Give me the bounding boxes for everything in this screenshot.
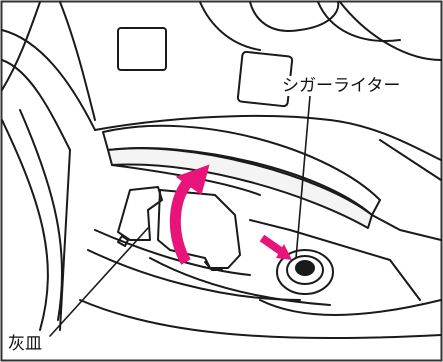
cigarette-lighter-label: シガーライター xyxy=(280,76,402,96)
ashtray-label: 灰皿 xyxy=(6,334,44,354)
cigarette-lighter-knob xyxy=(296,261,314,275)
